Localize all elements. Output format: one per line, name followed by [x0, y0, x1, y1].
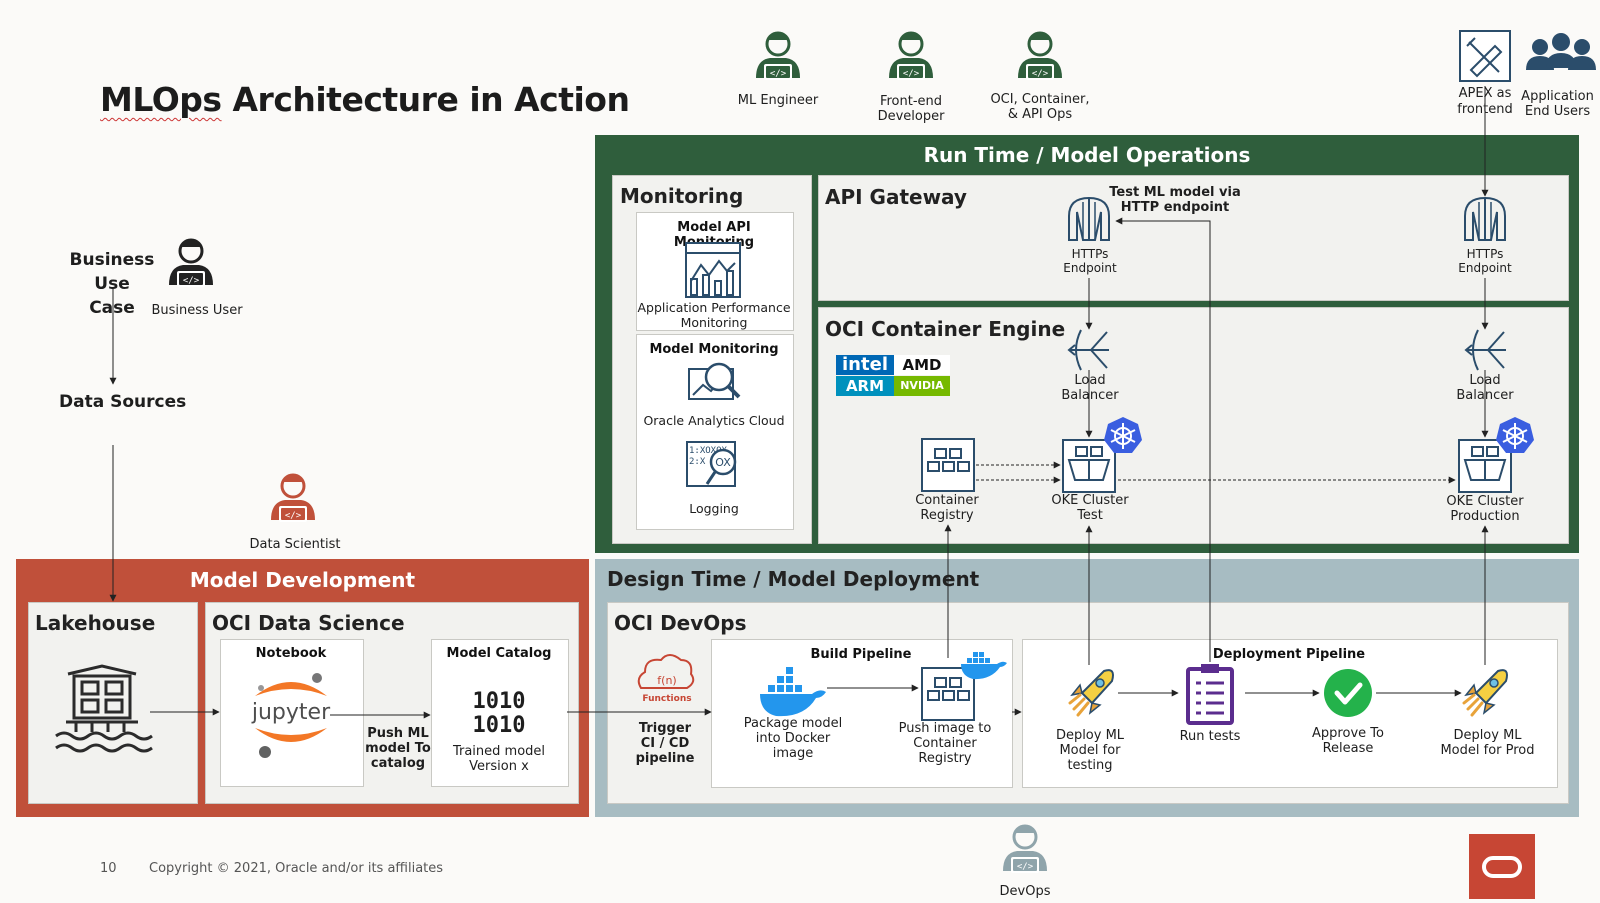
logging-icon: 1:XOXOX 2:X OX [686, 441, 737, 487]
model-catalog-box [431, 639, 569, 787]
intel-chip: intel [836, 355, 894, 375]
runtime-band-title: Run Time / Model Operations [923, 143, 1251, 167]
model-catalog-label: Model Catalog [446, 646, 552, 661]
data-scientist-label: Data Scientist [249, 537, 341, 552]
nvidia-chip: NVIDIA [894, 376, 950, 396]
ml-engineer-label: ML Engineer [737, 93, 819, 108]
notebook-box [220, 639, 364, 787]
api-gateway-title: API Gateway [825, 185, 967, 209]
api-gateway-panel [818, 175, 1569, 301]
data-sources-label: Data Sources [59, 392, 187, 412]
model-monitoring-label: Model Monitoring [649, 342, 779, 357]
data-scientist-icon [269, 473, 317, 524]
deployment-pipeline-box [1022, 639, 1558, 788]
monitoring-title: Monitoring [620, 184, 744, 208]
oac-analytics-icon [688, 362, 741, 400]
model-dev-band-title: Model Development [189, 568, 416, 592]
apm-chart-icon [685, 242, 741, 298]
notebook-label: Notebook [255, 646, 327, 661]
business-user-icon [167, 238, 215, 289]
business-user-label: Business User [151, 303, 243, 318]
design-time-band-title: Design Time / Model Deployment [607, 567, 980, 591]
approve-check-icon [1324, 669, 1372, 717]
oci-ops-icon [1016, 31, 1064, 82]
jupyter-wordmark: jupyter [251, 700, 331, 725]
lakehouse-icon [55, 664, 153, 753]
jupyter-logo-icon [255, 673, 327, 758]
docker-whale-icon [760, 667, 826, 717]
oci-devops-title: OCI DevOps [614, 611, 747, 635]
https-endpoint-prod-icon [1464, 197, 1506, 241]
load-balancer-prod-icon [1465, 329, 1507, 371]
https-endpoint-test-icon [1068, 197, 1110, 241]
devops-icon [1001, 824, 1049, 875]
run-tests-clipboard-icon [1186, 664, 1234, 725]
oac-label: Oracle Analytics Cloud [643, 413, 785, 428]
oci-data-science-title: OCI Data Science [212, 611, 405, 635]
oracle-logo [1469, 834, 1535, 899]
oci-ops-label: OCI, Container,& API Ops [990, 92, 1090, 122]
svg-text:OX: OX [715, 456, 731, 469]
processor-chips: intel AMD ARM NVIDIA [836, 355, 950, 397]
frontend-dev-icon [887, 31, 935, 82]
functions-glyph: f(n) [657, 674, 677, 687]
rocket-test-icon [1068, 668, 1115, 717]
lakehouse-panel [28, 602, 198, 804]
build-pipeline-label: Build Pipeline [810, 647, 912, 662]
copyright: Copyright © 2021, Oracle and/or its affi… [149, 861, 444, 876]
ml-engineer-icon [754, 31, 802, 82]
amd-chip: AMD [894, 355, 950, 375]
oke-panel [818, 307, 1569, 544]
end-users-icon [1526, 33, 1596, 70]
page-number: 10 [100, 861, 117, 876]
svg-text:1:XOXOX: 1:XOXOX [689, 446, 728, 456]
logging-label: Logging [689, 501, 739, 516]
deployment-pipeline-label: Deployment Pipeline [1212, 647, 1366, 662]
oke-title: OCI Container Engine [825, 317, 1066, 341]
oracle-o-icon [1482, 856, 1522, 878]
rocket-prod-icon [1462, 668, 1509, 717]
load-balancer-test-icon [1068, 329, 1110, 371]
svg-text:2:X: 2:X [689, 457, 706, 467]
container-registry-icon [921, 438, 975, 492]
slide-title: MLOps Architecture in Action [100, 80, 630, 119]
functions-cloud-icon [637, 654, 695, 689]
functions-label: Functions [642, 694, 692, 704]
lakehouse-title: Lakehouse [35, 611, 156, 635]
oke-cluster-test-icon [1062, 439, 1116, 493]
connectors [109, 86, 1489, 719]
docker-small-icon [961, 652, 1007, 680]
arm-chip: ARM [836, 376, 894, 396]
devops-label: DevOps [999, 884, 1051, 899]
apex-frontend-icon [1459, 30, 1511, 82]
run-tests-label: Run tests [1179, 729, 1241, 744]
